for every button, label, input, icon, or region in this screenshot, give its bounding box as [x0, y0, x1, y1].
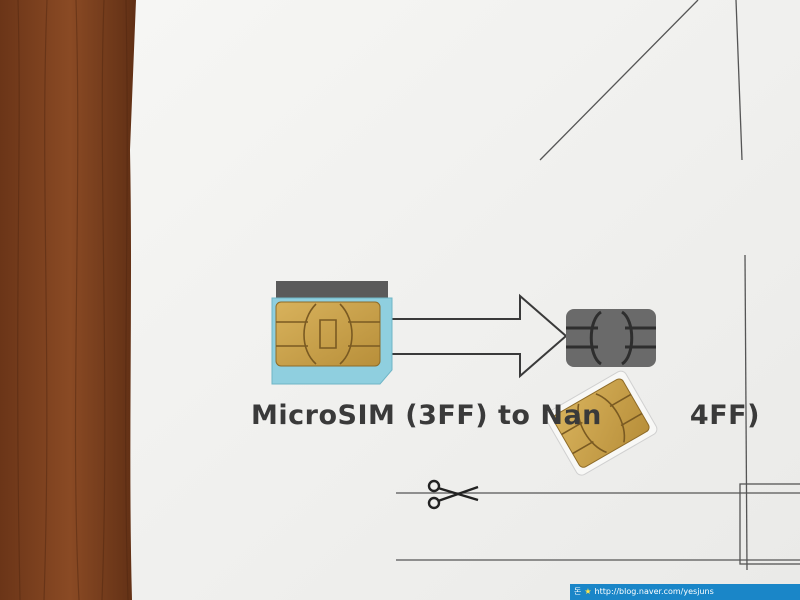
- wood-desk: [0, 0, 140, 600]
- micro-sim-template: [276, 281, 388, 301]
- nano-sim-cutout: [545, 370, 658, 476]
- template-lines: [396, 0, 800, 571]
- watermark-url: http://blog.naver.com/yesjuns: [594, 587, 714, 596]
- paper-sheet: [130, 0, 800, 600]
- watermark-title: 돈: [574, 587, 582, 596]
- star-icon: ★: [584, 587, 592, 596]
- micro-sim-card: [271, 297, 393, 385]
- scissors-icon: [427, 479, 479, 510]
- nano-sim-template: [566, 309, 656, 367]
- guide-caption-tail: 4FF): [689, 400, 760, 431]
- blog-watermark: 돈★http://blog.naver.com/yesjuns: [570, 584, 800, 600]
- wood-grain: [17, 0, 129, 600]
- guide-caption: MicroSIM (3FF) to Nan 4FF): [251, 400, 760, 431]
- guide-caption-main: MicroSIM (3FF) to Nan: [251, 400, 602, 431]
